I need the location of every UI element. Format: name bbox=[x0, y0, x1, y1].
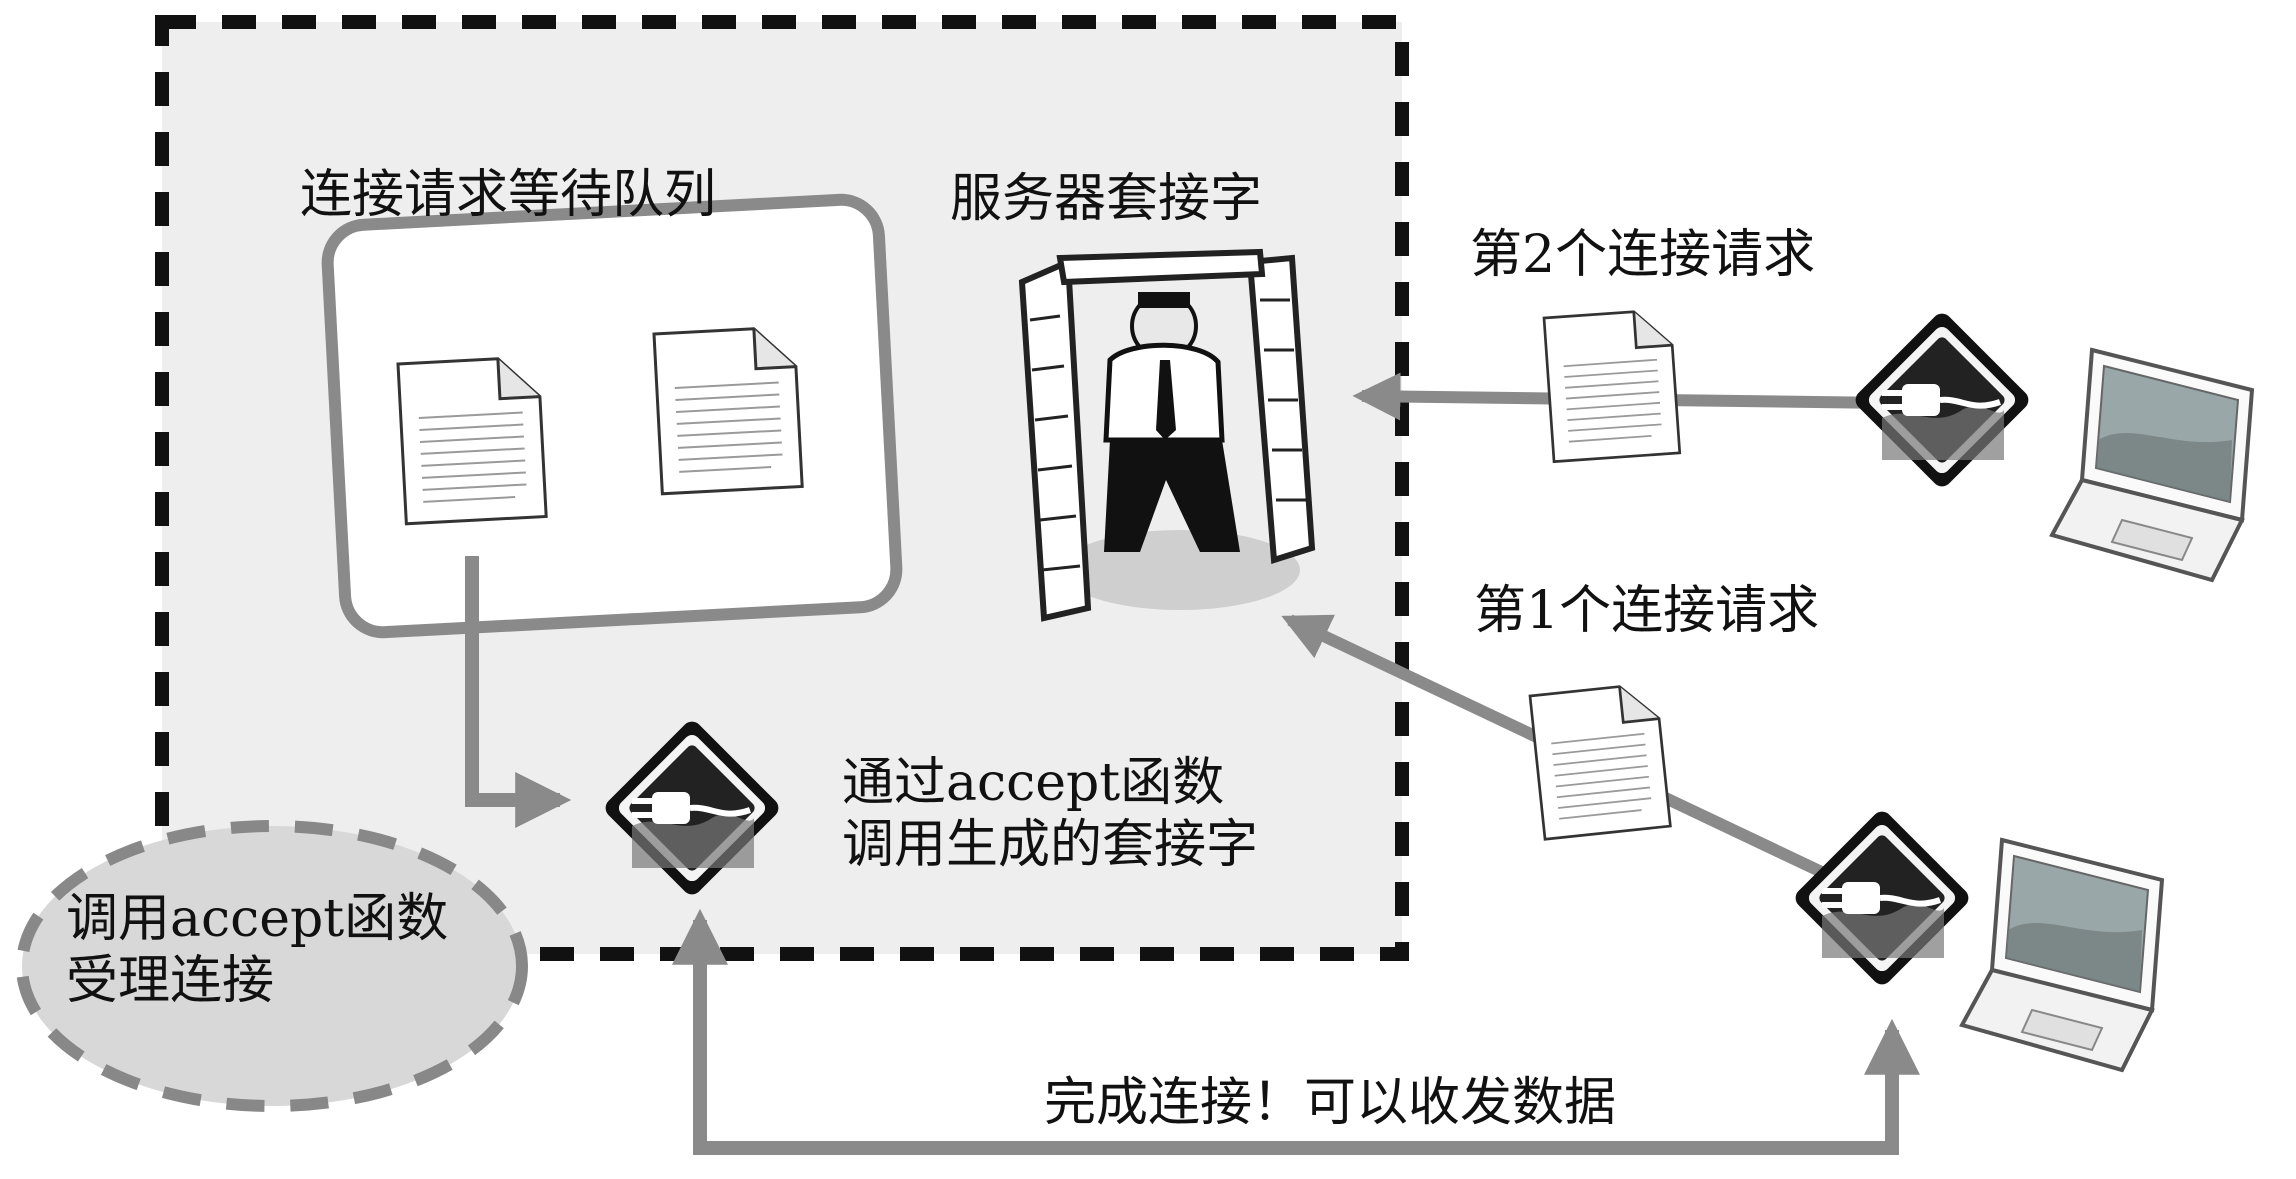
accept-socket-label: 通过accept函数 调用生成的套接字 bbox=[842, 752, 1258, 877]
client2-laptop-icon bbox=[2050, 348, 2254, 582]
request1-label: 第1个连接请求 bbox=[1474, 581, 1820, 641]
queue-box bbox=[321, 193, 903, 639]
client1-laptop-icon bbox=[1960, 838, 2164, 1072]
complete-arrow bbox=[672, 908, 1920, 1155]
client1-plug-icon bbox=[1791, 807, 1972, 988]
server-socket-figure-icon bbox=[1018, 248, 1316, 622]
accept-socket-label-line2: 调用生成的套接字 bbox=[842, 815, 1259, 876]
queue-to-accept-arrow bbox=[465, 556, 572, 828]
accept-call-label-line1: 调用accept函数 bbox=[66, 889, 449, 949]
accept-socket-label-line1: 通过accept函数 bbox=[842, 753, 1225, 813]
client2-plug-icon bbox=[1851, 309, 2032, 490]
accept-call-callout bbox=[16, 820, 528, 1112]
queued-document-icon-2 bbox=[652, 325, 804, 496]
request2-document-icon bbox=[1542, 307, 1682, 463]
complete-label: 完成连接！可以收发数据 bbox=[1044, 1073, 1617, 1133]
accept-call-label-line2: 受理连接 bbox=[66, 951, 275, 1012]
server-socket-label: 服务器套接字 bbox=[950, 169, 1263, 229]
queued-document-icon-1 bbox=[396, 355, 548, 526]
request1-document-icon bbox=[1528, 681, 1672, 841]
queue-title: 连接请求等待队列 bbox=[300, 165, 717, 225]
request2-label: 第2个连接请求 bbox=[1470, 225, 1816, 285]
accept-call-label: 调用accept函数 受理连接 bbox=[66, 888, 448, 1013]
